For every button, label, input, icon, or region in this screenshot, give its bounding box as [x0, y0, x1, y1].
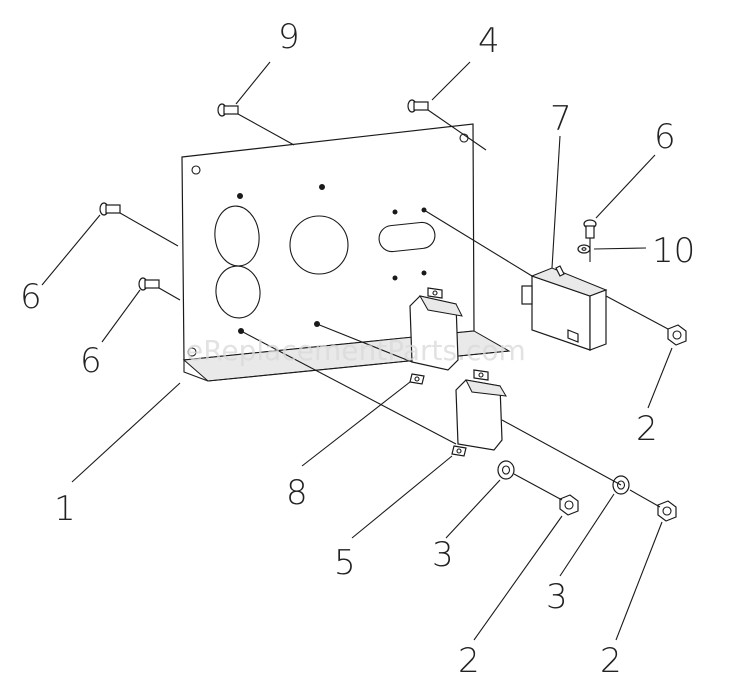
outlet-cutout-lower — [215, 265, 261, 319]
nut-2-bottom — [657, 500, 677, 522]
callout-4: 4 — [478, 21, 500, 61]
watermark: eReplacementParts.com — [186, 334, 526, 367]
callout-2-mid: 2 — [458, 641, 480, 681]
switch-7 — [521, 265, 608, 351]
callout-7: 7 — [550, 99, 572, 139]
screw-6-left-upper — [99, 202, 121, 216]
assembly-lines — [119, 109, 669, 508]
callout-6-top: 6 — [654, 117, 676, 157]
washer-10 — [577, 244, 591, 254]
callout-8: 8 — [286, 473, 308, 513]
callout-3-right: 3 — [546, 577, 568, 617]
callout-6-left-lower: 6 — [80, 341, 102, 381]
callout-10: 10 — [652, 231, 695, 271]
screw-6-top — [583, 219, 597, 239]
nut-2-mid — [559, 494, 579, 516]
callout-2-right: 2 — [636, 409, 658, 449]
callout-numbers: 9 4 7 6 10 6 6 2 1 8 5 3 3 2 2 — [20, 17, 695, 681]
screw-4 — [407, 99, 429, 113]
round-cutout — [289, 215, 349, 275]
callout-3-left: 3 — [432, 535, 454, 575]
screw-6-left-lower — [138, 277, 160, 291]
screw-9 — [217, 103, 239, 117]
callout-2-bottom: 2 — [600, 641, 622, 681]
leader-lines — [41, 61, 673, 641]
nut-2-right — [667, 324, 687, 346]
callout-5: 5 — [334, 543, 356, 583]
washer-3-left — [497, 460, 515, 480]
slot-cutout — [378, 221, 436, 253]
callout-1: 1 — [54, 489, 76, 529]
receptacle-5 — [451, 369, 507, 457]
callout-9: 9 — [278, 17, 300, 57]
receptacle-8 — [409, 287, 463, 385]
callout-6-left-upper: 6 — [20, 277, 42, 317]
